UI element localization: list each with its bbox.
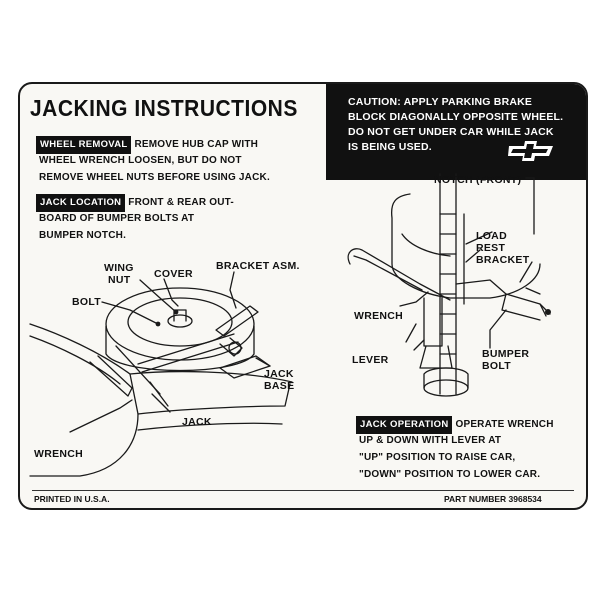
wheel-removal-text-3: REMOVE WHEEL NUTS BEFORE USING JACK. — [39, 172, 270, 183]
caution-panel: CAUTION: APPLY PARKING BRAKE BLOCK DIAGO… — [326, 84, 586, 180]
jack-location-label: JACK LOCATION — [36, 194, 126, 212]
decal-title: JACKING INSTRUCTIONS — [30, 96, 298, 122]
bumper-bolt-label-2: BOLT — [482, 360, 511, 372]
load-label: LOAD — [476, 230, 507, 242]
jack-base-label-1: JACK — [264, 368, 294, 380]
rest-label: REST — [476, 242, 506, 254]
caution-line: DO NOT GET UNDER CAR WHILE JACK — [348, 126, 554, 138]
bottom-rule — [32, 182, 574, 491]
jack-label: JACK — [182, 416, 212, 428]
caution-line: CAUTION: APPLY PARKING BRAKE — [348, 96, 533, 108]
part-number: PART NUMBER 3968534 — [444, 494, 542, 504]
jack-base-label-2: BASE — [264, 380, 295, 392]
jack-location-text-2: BOARD OF BUMPER BOLTS AT — [39, 213, 195, 224]
jack-operation-text-3: "UP" POSITION TO RAISE CAR, — [359, 452, 516, 463]
jack-operation-line-1: JACK OPERATION OPERATE WRENCH — [356, 416, 554, 434]
jack-operation-label: JACK OPERATION — [356, 416, 453, 434]
wing-nut-label-1: WING — [104, 262, 134, 274]
jack-operation-text-4: "DOWN" POSITION TO LOWER CAR. — [359, 469, 541, 480]
bracket-asm-label: BRACKET ASM. — [216, 260, 300, 272]
bracket-label: BRACKET — [476, 254, 530, 266]
wrench-label: WRENCH — [34, 448, 84, 460]
lever-label: LEVER — [352, 354, 389, 366]
chevrolet-bowtie-icon — [508, 141, 553, 161]
wheel-removal-line-1: WHEEL REMOVAL REMOVE HUB CAP WITH — [36, 136, 258, 154]
caution-line: BLOCK DIAGONALLY OPPOSITE WHEEL. — [348, 111, 564, 123]
wheel-removal-label: WHEEL REMOVAL — [36, 136, 132, 154]
printed-in-usa: PRINTED IN U.S.A. — [34, 494, 110, 504]
jack-diagrams — [29, 173, 551, 477]
caution-line: IS BEING USED. — [348, 141, 432, 153]
wheel-removal-text-1: REMOVE HUB CAP WITH — [134, 139, 259, 150]
bumper-bolt-label-1: BUMPER — [482, 348, 530, 360]
jack-location-text-1: FRONT & REAR OUT- — [128, 197, 234, 208]
wing-nut-label-2: NUT — [108, 274, 131, 286]
jack-location-text-3: BUMPER NOTCH. — [39, 230, 127, 241]
notch-front-label: NOTCH (FRONT) — [434, 174, 522, 186]
bolt-label: BOLT — [72, 296, 101, 308]
jack-location-line-1: JACK LOCATION FRONT & REAR OUT- — [36, 194, 234, 212]
jack-operation-text-2: UP & DOWN WITH LEVER AT — [359, 435, 502, 446]
cover-label: COVER — [154, 268, 193, 280]
wrench-label-right: WRENCH — [354, 310, 404, 322]
wheel-removal-text-2: WHEEL WRENCH LOOSEN, BUT DO NOT — [39, 155, 242, 166]
jacking-instructions-decal: JACKING INSTRUCTIONS CAUTION: APPLY PARK… — [18, 82, 588, 510]
jack-operation-text-1: OPERATE WRENCH — [455, 419, 554, 430]
